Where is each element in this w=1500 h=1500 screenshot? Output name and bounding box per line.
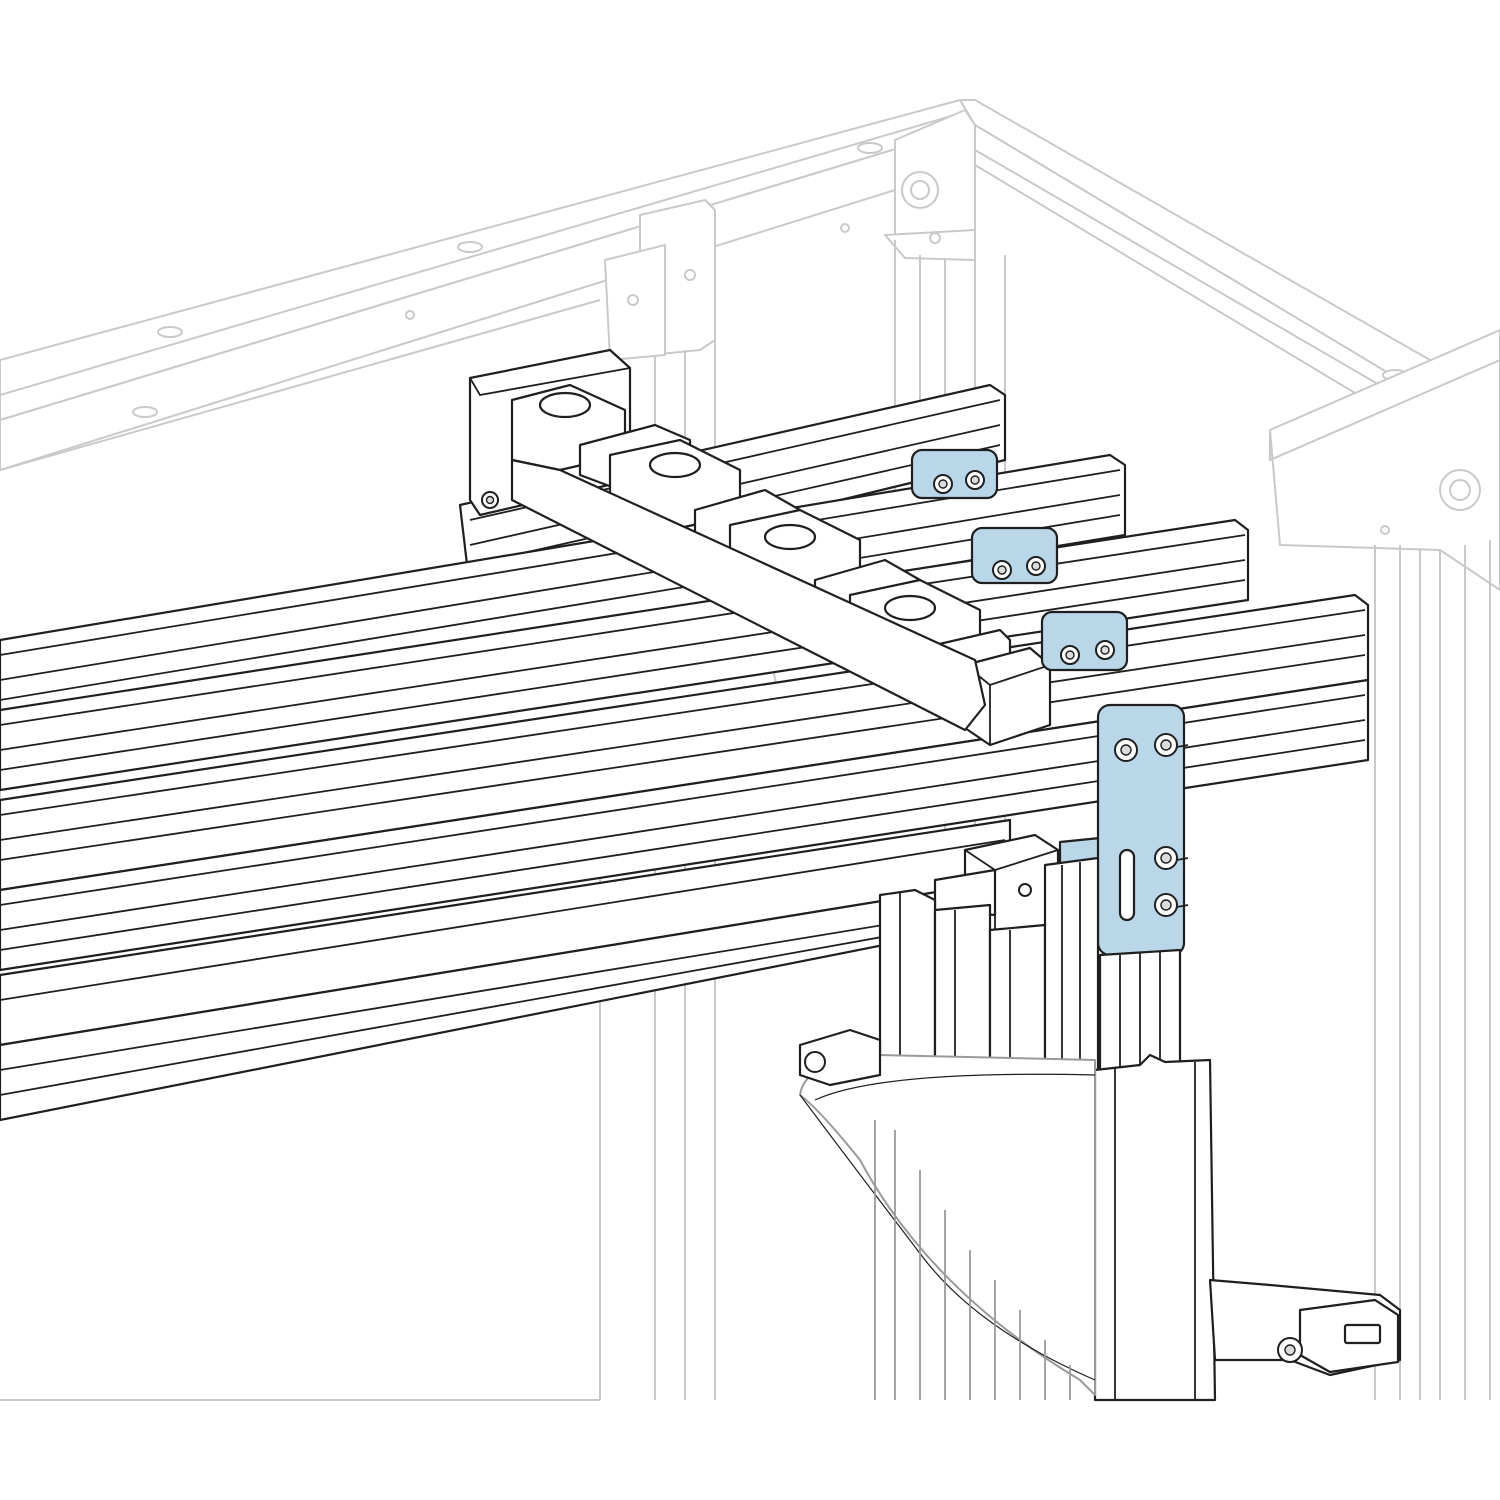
busbar-connection-links xyxy=(910,448,1189,957)
link-small xyxy=(910,448,999,500)
link-vertical xyxy=(1058,703,1189,957)
link-small xyxy=(970,526,1059,585)
busbar-supports xyxy=(468,348,1052,747)
link-small xyxy=(1040,610,1129,672)
dropper-base-support xyxy=(798,1028,1402,1400)
